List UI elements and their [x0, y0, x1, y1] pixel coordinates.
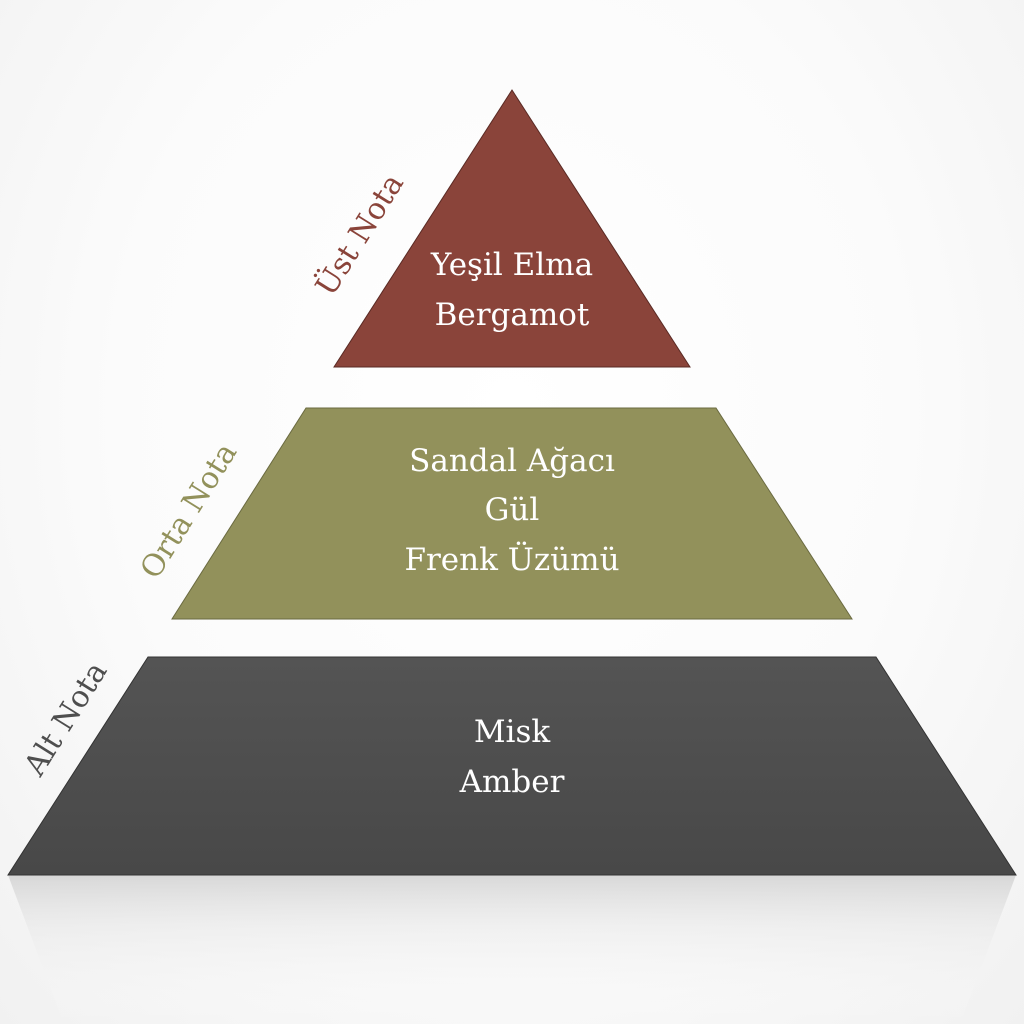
bottom-tier-note-1: Misk — [474, 714, 551, 750]
top-tier-note-1: Yeşil Elma — [430, 247, 593, 283]
bottom-tier-note-2: Amber — [459, 764, 565, 800]
base-reflection — [8, 875, 1016, 1024]
middle-tier-note-1: Sandal Ağacı — [409, 443, 615, 479]
top-tier-note-2: Bergamot — [435, 297, 590, 333]
middle-tier-note-3: Frenk Üzümü — [404, 540, 619, 578]
top-tier-triangle — [333, 89, 691, 368]
middle-tier-trapezoid — [171, 407, 853, 620]
bottom-tier-trapezoid — [7, 656, 1017, 876]
middle-tier-note-2: Gül — [485, 492, 540, 528]
